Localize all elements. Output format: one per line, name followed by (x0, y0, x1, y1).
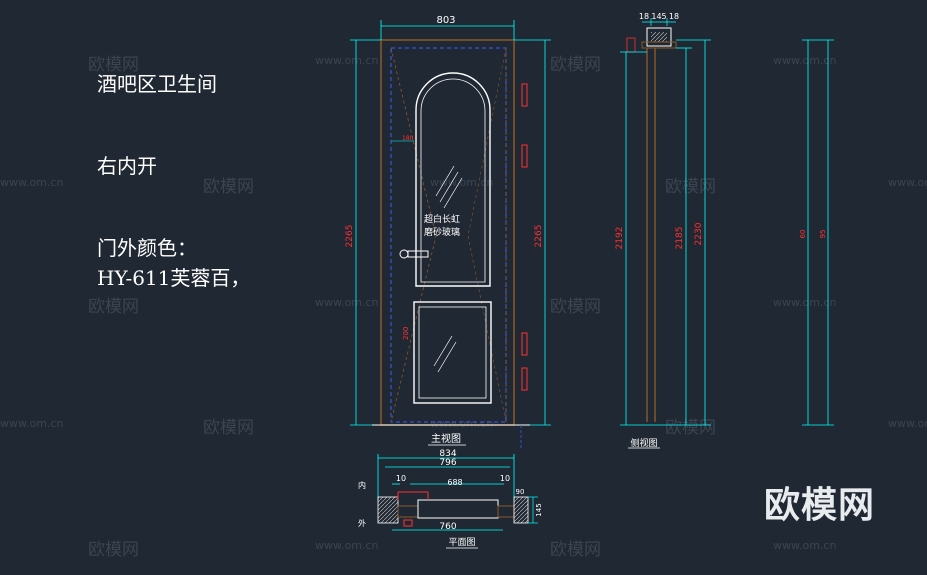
front-view: 180 200 超白长虹 磨砂玻璃 803 2265 2265 主视图 (345, 15, 551, 450)
brand-watermark-logo: 欧模网 (763, 485, 875, 526)
watermark-brand: 欧模网 (88, 297, 139, 317)
watermark-brand: 欧模网 (88, 55, 139, 75)
side-view: 18 145 18 2192 2185 2230 侧视图 60 95 (615, 12, 834, 449)
watermark-brand: 欧模网 (203, 418, 254, 438)
glass-note-2: 磨砂玻璃 (424, 226, 460, 238)
swing-line-left (390, 47, 437, 423)
watermark-site: www.om.cn (430, 417, 494, 430)
upper-glass-panel (415, 72, 491, 287)
dim-plan-outer: 834 (439, 449, 456, 459)
watermark-site: www.om.cn (315, 296, 379, 309)
dim-left-height: 2265 (345, 225, 355, 248)
watermark-brand: 欧模网 (550, 540, 601, 560)
watermark-brand: 欧模网 (665, 177, 716, 197)
watermark-site: www.om.cn (315, 54, 379, 67)
watermark-brand: 欧模网 (665, 418, 716, 438)
lower-panel-dim: 200 (402, 327, 410, 340)
dim-side-top-2: 145 (651, 12, 666, 21)
dim-plan-side: 90 (516, 488, 525, 496)
plan-door-leaf (417, 499, 499, 519)
watermark-brand: 欧模网 (550, 297, 601, 317)
dim-side-h1: 2192 (615, 227, 625, 250)
dim-side-top-3: 18 (669, 12, 679, 21)
dim-plan-depth: 145 (535, 503, 543, 516)
watermark-site: www.om.cn (888, 417, 927, 430)
watermark-site: www.om.cn (773, 54, 837, 67)
plan-right-jamb (513, 496, 529, 524)
lower-glass-inner (418, 306, 487, 399)
watermark-brand: 欧模网 (203, 177, 254, 197)
dim-top-width: 803 (436, 15, 455, 26)
color-value: HY-611芙蓉百， (97, 266, 251, 290)
handle-icon (399, 249, 429, 259)
lower-glass-panel (413, 301, 492, 404)
plan-view: 834 796 10 688 10 760 90 145 内 外 平面图 (358, 449, 543, 549)
watermark-brand: 欧模网 (550, 55, 601, 75)
dim-plan-mid: 688 (447, 478, 462, 487)
dim-side-top-1: 18 (639, 12, 649, 21)
swing-note: 右内开 (97, 154, 157, 178)
plan-left-jamb (377, 496, 399, 524)
swing-line-inner (467, 47, 507, 423)
glass-note-1: 超白长虹 (424, 213, 460, 225)
dim-side-h2: 2185 (675, 227, 685, 250)
plan-view-title: 平面图 (448, 537, 475, 548)
watermark-site: www.om.cn (888, 176, 927, 189)
dim-plan-right: 10 (500, 474, 510, 483)
side-view-title: 侧视图 (630, 437, 657, 449)
glass-reflection-marks (433, 165, 463, 373)
watermark-site: www.om.cn (315, 539, 379, 552)
watermark-brand: 欧模网 (88, 540, 139, 560)
location-note: 酒吧区卫生间 (97, 72, 217, 96)
dim-side-h3: 2230 (694, 222, 704, 245)
watermark-site: www.om.cn (0, 417, 64, 430)
hinge-marks (521, 83, 528, 391)
dim-right-height: 2265 (534, 225, 544, 248)
dim-far-right-2: 95 (819, 230, 827, 239)
watermark-site: www.om.cn (0, 176, 64, 189)
front-view-title: 主视图 (431, 432, 461, 445)
watermark-site: www.om.cn (773, 539, 837, 552)
plan-label-inside: 内 (358, 480, 366, 490)
handle-offset-dim: 180 (402, 135, 414, 142)
plan-label-outside: 外 (358, 518, 366, 528)
side-top-profile (646, 27, 672, 47)
upper-glass-inner (420, 78, 486, 283)
watermark-site: www.om.cn (773, 296, 837, 309)
dim-plan-left: 10 (396, 474, 406, 483)
dim-plan-bottom: 760 (439, 522, 456, 532)
dim-far-right-1: 60 (799, 230, 807, 239)
dim-plan-inner: 796 (439, 458, 456, 468)
color-label: 门外颜色： (97, 236, 197, 260)
